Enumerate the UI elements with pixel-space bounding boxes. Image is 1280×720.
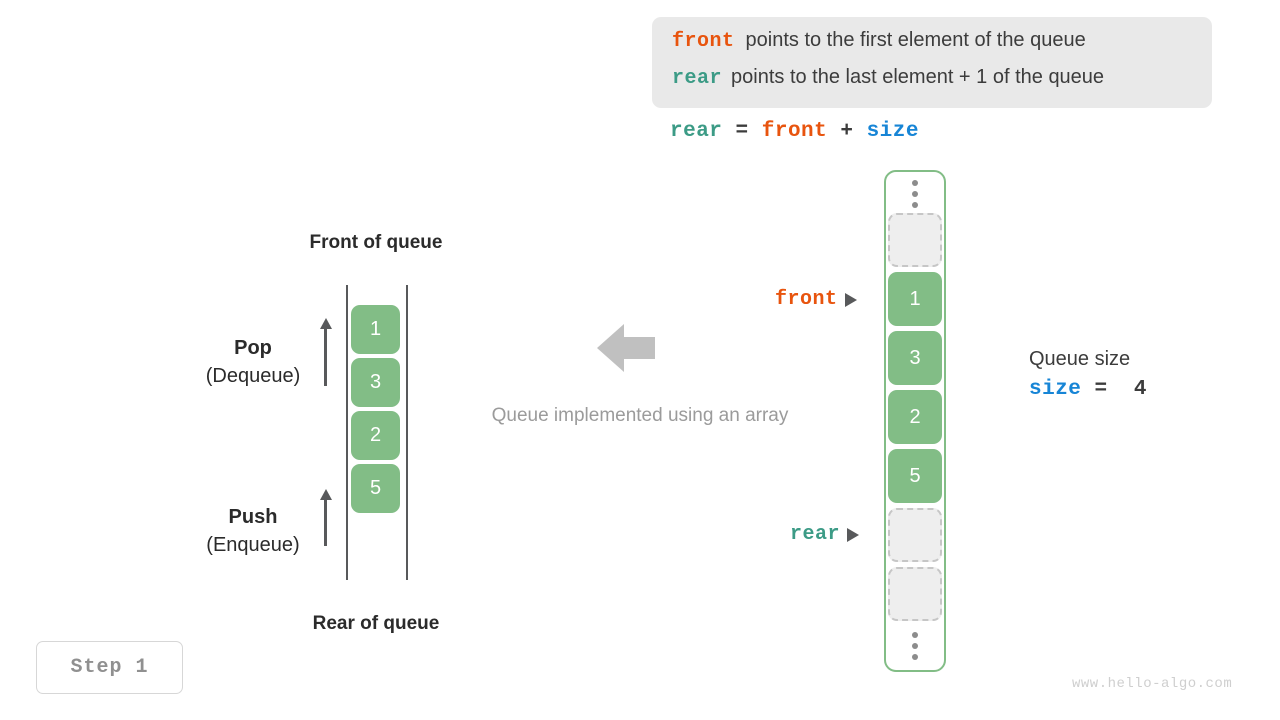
- array-ellipsis-bottom-icon: [888, 628, 942, 664]
- pop-operation-label: Pop (Dequeue): [163, 334, 343, 390]
- left-arrow-icon: [597, 324, 655, 372]
- formula-token-size: size: [866, 120, 919, 143]
- step-badge: Step 1: [36, 641, 183, 694]
- queue-cell-3: 5: [351, 464, 400, 513]
- array-ellipsis-top-icon: [888, 176, 942, 212]
- rear-pointer-label: rear: [790, 523, 841, 546]
- queue-size-keyword: size: [1029, 378, 1082, 401]
- array-cell-empty-1: [888, 508, 942, 562]
- center-caption: Queue implemented using an array: [491, 405, 789, 426]
- queue-tube-line-right: [406, 285, 408, 580]
- queue-size-expression: size = 4: [1029, 374, 1147, 406]
- queue-cell-1: 3: [351, 358, 400, 407]
- formula-token-front: front: [761, 120, 828, 143]
- array-cell-filled-2: 2: [888, 390, 942, 444]
- rear-of-queue-label: Rear of queue: [312, 613, 440, 634]
- front-pointer: front: [775, 288, 857, 311]
- legend-line-front: front points to the first element of the…: [672, 29, 1212, 66]
- legend-box: front points to the first element of the…: [652, 17, 1212, 108]
- legend-keyword-rear: rear: [672, 67, 723, 90]
- queue-size-value: = 4: [1081, 378, 1147, 401]
- array-cell-filled-3: 5: [888, 449, 942, 503]
- array-cell-filled-1: 3: [888, 331, 942, 385]
- array-cell-empty-2: [888, 567, 942, 621]
- pop-direction-arrow-icon: [317, 318, 335, 386]
- push-alt-name: (Enqueue): [206, 534, 300, 556]
- legend-text-front: points to the first element of the queue: [745, 29, 1086, 51]
- rear-pointer: rear: [790, 523, 860, 546]
- array-cell-empty-0: [888, 213, 942, 267]
- front-pointer-arrow-icon: [844, 292, 857, 307]
- rear-pointer-arrow-icon: [847, 527, 860, 542]
- queue-size-annotation: Queue size size = 4: [1029, 344, 1147, 406]
- watermark: www.hello-algo.com: [1072, 676, 1233, 692]
- array-cell-filled-0: 1: [888, 272, 942, 326]
- formula-token-plus: +: [827, 120, 867, 143]
- push-direction-arrow-icon: [317, 489, 335, 546]
- front-of-queue-label: Front of queue: [309, 232, 443, 253]
- queue-size-title: Queue size: [1029, 348, 1131, 370]
- legend-text-rear: points to the last element + 1 of the qu…: [731, 66, 1105, 88]
- queue-cell-2: 2: [351, 411, 400, 460]
- front-pointer-label: front: [775, 288, 838, 311]
- pop-name: Pop: [234, 337, 272, 359]
- legend-line-rear: rear points to the last element + 1 of t…: [672, 66, 1212, 103]
- formula-rear-equals-front-plus-size: rear = front + size: [670, 120, 919, 143]
- push-name: Push: [228, 506, 278, 528]
- queue-tube-line-left: [346, 285, 348, 580]
- formula-token-rear: rear: [670, 120, 723, 143]
- legend-keyword-front: front: [672, 30, 735, 53]
- queue-cell-0: 1: [351, 305, 400, 354]
- formula-token-equals: =: [722, 120, 762, 143]
- pop-alt-name: (Dequeue): [205, 365, 301, 387]
- push-operation-label: Push (Enqueue): [163, 503, 343, 559]
